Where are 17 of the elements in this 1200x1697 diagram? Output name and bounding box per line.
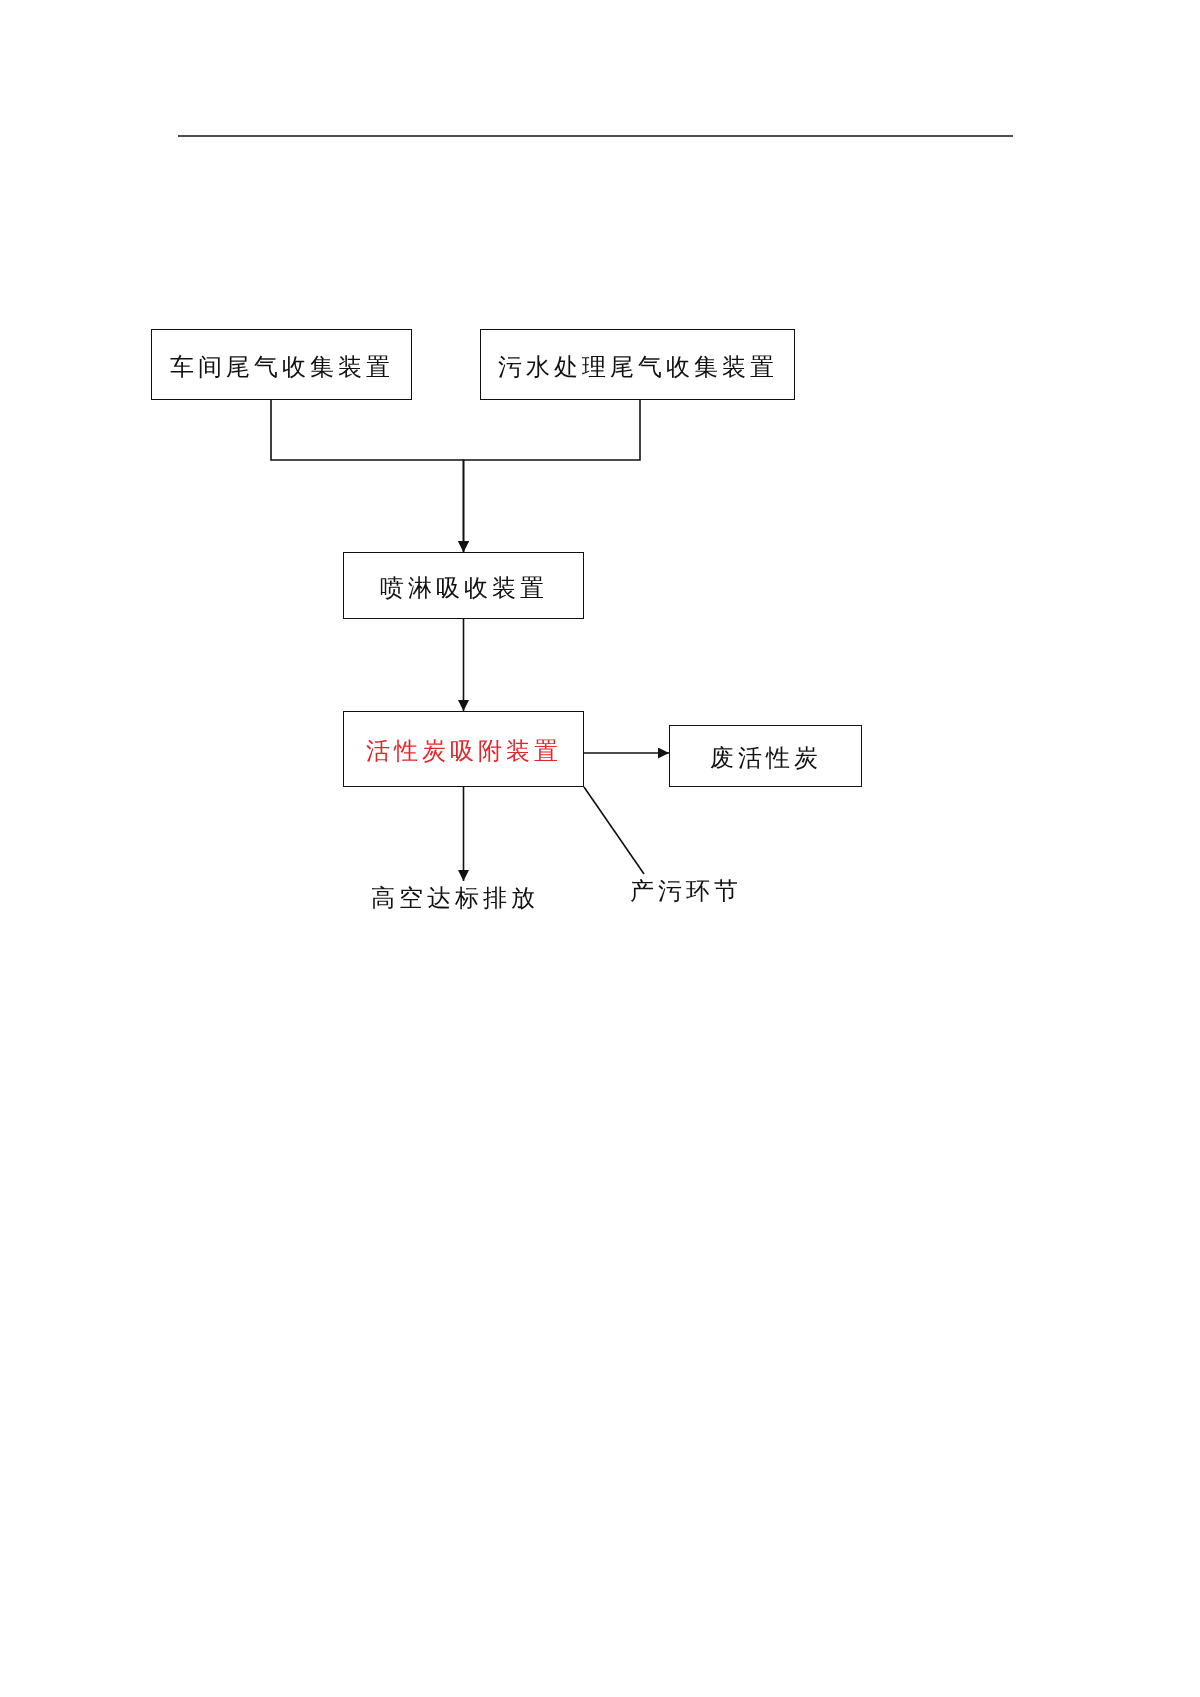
process-label: 车间尾气收集装置 (169, 352, 394, 382)
arrow (458, 786, 469, 882)
process-box (343, 711, 584, 787)
process-box (669, 725, 862, 787)
leader-line (583, 786, 645, 875)
process-box (343, 552, 584, 619)
outlet-label: 高空达标排放 (371, 884, 539, 913)
annotation-text: 产污环节 (630, 877, 742, 906)
arrow (583, 747, 670, 759)
process-label: 喷淋吸收装置 (379, 573, 548, 603)
arrow (458, 399, 641, 553)
process-box (151, 329, 412, 400)
arrow (458, 618, 469, 712)
process-box (480, 329, 795, 400)
process-label: 废活性炭 (709, 744, 822, 773)
process-label: 污水处理尾气收集装置 (497, 352, 778, 382)
process-label: 活性炭吸附装置 (365, 737, 562, 766)
